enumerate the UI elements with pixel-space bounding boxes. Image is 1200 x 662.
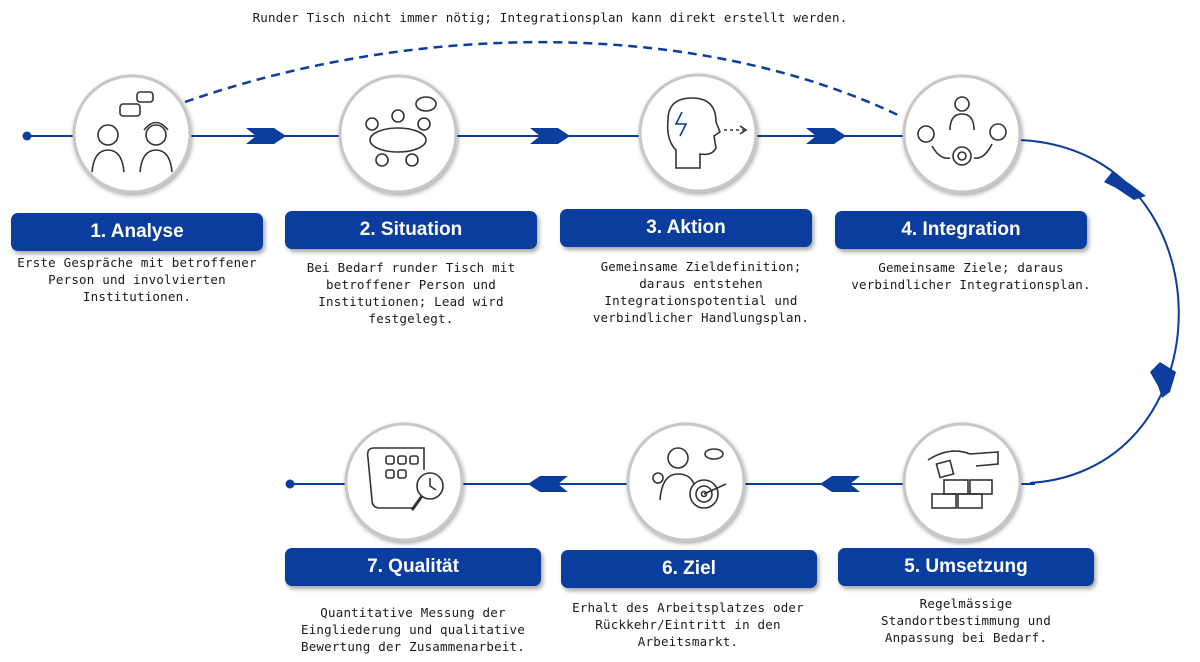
chevron-down-icon [1150,362,1176,398]
chevron-left-icon [820,476,860,492]
hand-building-blocks-icon [927,450,999,509]
two-people-speech-icon [91,91,173,173]
step-title-7: 7. Qualität [285,548,541,586]
step-description-2: Bei Bedarf runder Tisch mit betroffener … [306,260,516,326]
chevron-left-icon [528,476,568,492]
step-description-5: Regelmässige Standortbestimmung und Anpa… [881,596,1051,645]
round-table-discussion-icon [365,96,437,167]
chevron-down-icon [1104,172,1146,200]
step-description-4: Gemeinsame Ziele; daraus verbindlicher I… [851,260,1091,292]
skip-note: Runder Tisch nicht immer nötig; Integrat… [252,10,848,25]
step-title-2: 2. Situation [285,211,537,249]
chevron-right-icon [806,128,846,144]
end-dot [285,479,295,489]
step-circle-4 [902,74,1022,194]
person-target-icon [652,447,727,509]
step-circle-5 [902,422,1022,542]
step-circle-1 [72,74,192,194]
person-path-target-icon [917,96,1007,166]
step-title-5: 5. Umsetzung [838,548,1094,586]
start-dot [22,131,32,141]
return-curve [1019,139,1180,484]
step-title-1: 1. Analyse [11,213,263,251]
step-description-7: Quantitative Messung der Eingliederung u… [300,605,526,654]
document-magnifier-icon [366,447,444,511]
step-circle-7 [344,422,464,542]
skip-arc-dashed [184,40,901,118]
step-circle-3 [638,73,758,193]
step-description-3: Gemeinsame Zieldefinition; daraus entste… [592,259,810,325]
step-circle-2 [338,74,458,194]
thinking-head-icon [666,97,748,169]
chevron-right-icon [246,128,286,144]
step-description-1: Erste Gespräche mit betroffener Person u… [17,255,257,304]
step-circle-6 [626,422,746,542]
step-title-3: 3. Aktion [560,209,812,247]
step-title-6: 6. Ziel [561,550,817,588]
chevron-right-icon [530,128,570,144]
step-description-6: Erhalt des Arbeitsplatzes oder Rückkehr/… [572,600,804,649]
step-title-4: 4. Integration [835,211,1087,249]
